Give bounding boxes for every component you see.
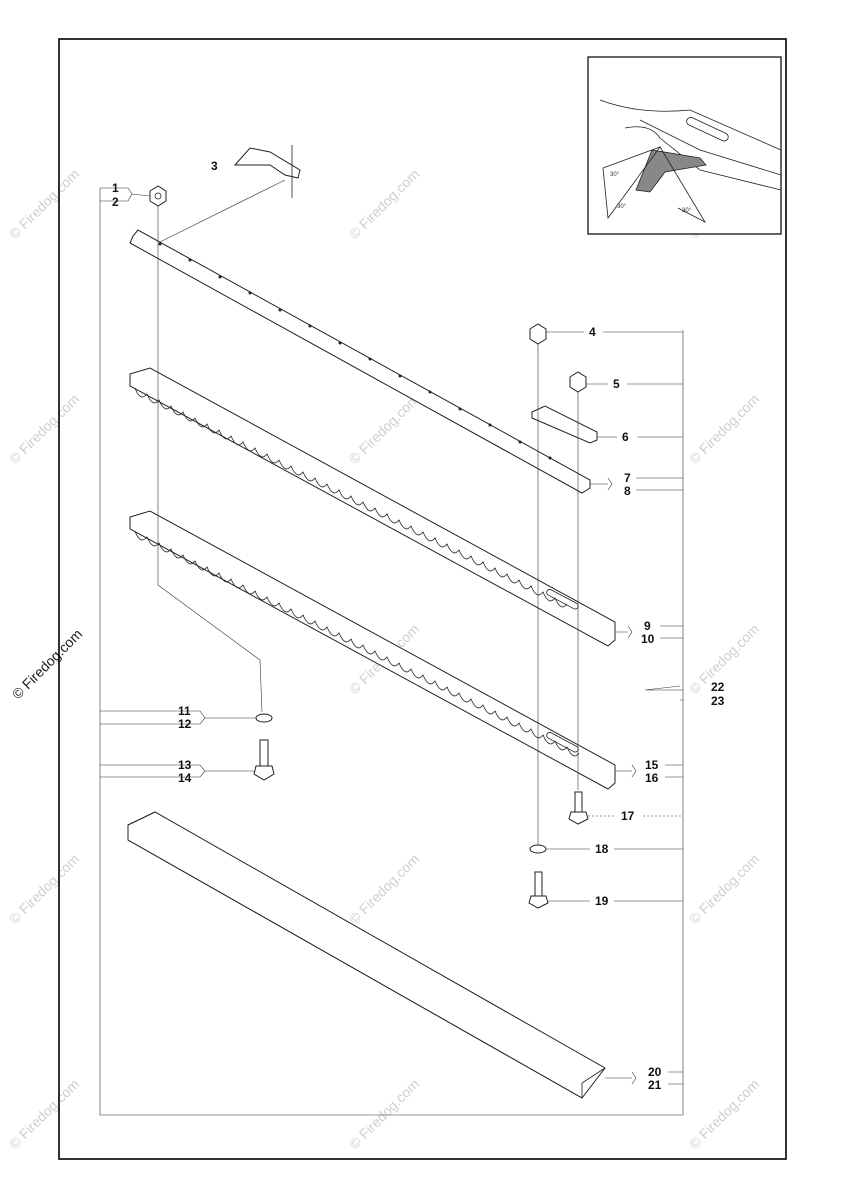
callout-label: 11: [178, 704, 191, 718]
callout-label: 8: [624, 484, 631, 498]
nut-icon: [569, 371, 587, 393]
callout-label: 15: [645, 758, 659, 772]
watermark: © Firedog.com: [346, 166, 422, 242]
upper-blade: [129, 367, 616, 647]
nut-icon: [529, 323, 547, 345]
left-bracket-line: [99, 188, 683, 1116]
callout-label: 23: [711, 694, 725, 708]
callout-label: 20: [648, 1065, 662, 1079]
watermark: © Firedog.com: [686, 391, 762, 467]
washer-icon: [529, 844, 547, 854]
nut-icon: [149, 185, 167, 207]
callout-label: 1: [112, 181, 119, 195]
svg-text:30°: 30°: [610, 172, 620, 178]
bolt-icon: [568, 791, 589, 825]
copyright-text: © Firedog.com: [9, 626, 85, 702]
callout-label: 16: [645, 771, 659, 785]
washer-icon: [255, 713, 273, 723]
inset-frame: [587, 56, 782, 235]
callout-label: 18: [595, 842, 609, 856]
callout-label: 10: [641, 632, 655, 646]
svg-text:30°: 30°: [682, 208, 692, 214]
callout-label: 7: [624, 471, 631, 485]
inset-detail: 30° 30° 30°: [587, 56, 782, 235]
watermark: © Firedog.com: [346, 851, 422, 927]
bolt-icon: [253, 739, 275, 781]
lower-blade: [129, 510, 616, 790]
callout-label: 6: [622, 430, 629, 444]
bracket-part: [233, 147, 301, 179]
watermark: © Firedog.com: [686, 1076, 762, 1152]
bracket-part: [531, 405, 598, 444]
callout-label: 4: [589, 325, 596, 339]
callout-label: 5: [613, 377, 620, 391]
callout-label: 12: [178, 717, 192, 731]
callout-label: 9: [644, 619, 651, 633]
callout-label: 2: [112, 195, 119, 209]
callout-label: 22: [711, 680, 725, 694]
blade-guard: [127, 811, 606, 1099]
watermark: © Firedog.com: [346, 1076, 422, 1152]
callout-label: 21: [648, 1078, 662, 1092]
callout-label: 17: [621, 809, 635, 823]
callout-label: 3: [211, 159, 218, 173]
page-frame: [58, 38, 787, 1160]
svg-text:30°: 30°: [617, 204, 627, 210]
callout-labels: 1 2 3 4 5 6 7 8 9 10 11 12 13 14 15 16 1…: [112, 159, 725, 1092]
bolt-icon: [528, 871, 549, 909]
leader-lines: [100, 187, 683, 1085]
watermark: © Firedog.com: [686, 851, 762, 927]
watermark: © Firedog.com: [346, 391, 422, 467]
watermark: © Firedog.com: [6, 1076, 82, 1152]
watermark: © Firedog.com: [6, 851, 82, 927]
callout-label: 19: [595, 894, 609, 908]
blade-holder-bar: [129, 229, 591, 494]
watermark: © Firedog.com: [6, 166, 82, 242]
callout-label: 14: [178, 771, 192, 785]
watermark: © Firedog.com: [6, 391, 82, 467]
callout-label: 13: [178, 758, 192, 772]
